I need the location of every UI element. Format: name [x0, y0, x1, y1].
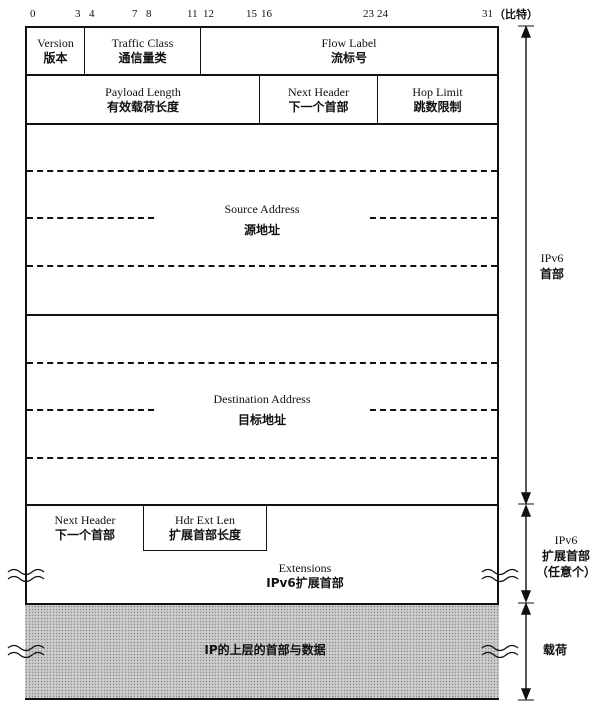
source-address-label: Source Address: [224, 202, 300, 216]
wavy-break-mark: [7, 568, 45, 576]
extensions-field: Extensions IPv6扩展首部: [200, 558, 410, 594]
field-divider: [259, 75, 260, 124]
side-label-line: 首部: [539, 267, 564, 281]
hop-limit-field: Hop Limit 跳数限制: [378, 76, 497, 123]
row-divider: [25, 123, 499, 125]
hop-limit-label: Hop Limit: [412, 84, 463, 99]
side-label-line: 扩展首部: [541, 549, 590, 563]
field-divider: [266, 505, 267, 551]
extensions-label: Extensions: [278, 561, 332, 575]
arrow-head: [520, 602, 532, 615]
arrow-head: [520, 25, 532, 38]
field-divider: [377, 75, 378, 124]
source-address-field: Source Address 源地址: [155, 197, 369, 243]
payload-label-box: IP的上层的首部与数据: [150, 638, 380, 662]
flow-label-label: Flow Label: [321, 36, 377, 50]
bit-number: 3: [75, 8, 81, 20]
word-divider: [27, 457, 497, 459]
bit-unit-label: （比特）: [494, 8, 538, 21]
word-divider: [27, 265, 497, 267]
next-header-label: Next Header: [288, 84, 349, 99]
flow-label-label-zh: 流标号: [330, 51, 367, 65]
ext-next-header-label: Next Header: [54, 513, 116, 527]
bit-number: 31: [482, 8, 493, 20]
row-divider: [143, 550, 267, 551]
arrow-head: [520, 590, 532, 603]
wavy-break-mark: [7, 644, 45, 652]
version-label: Version: [37, 36, 74, 50]
destination-address-label: Destination Address: [213, 392, 311, 406]
bit-number: 16: [261, 8, 272, 20]
hdr-ext-len-label: Hdr Ext Len: [175, 513, 235, 527]
arrow-head: [520, 492, 532, 505]
word-divider: [27, 362, 497, 364]
flow-label-field: Flow Label 流标号: [201, 28, 497, 74]
bit-number: 7: [132, 8, 138, 20]
payload-length-label-zh: 有效载荷长度: [106, 99, 179, 114]
version-label-zh: 版本: [43, 51, 68, 65]
row-divider: [25, 314, 499, 316]
row-divider: [25, 504, 499, 506]
arrow-head: [520, 688, 532, 701]
payload-length-label: Payload Length: [105, 84, 181, 99]
wavy-break-mark: [481, 568, 519, 576]
bit-number: 23: [363, 8, 374, 20]
ext-next-header-field: Next Header 下一个首部: [27, 506, 143, 550]
traffic-class-label: Traffic Class: [111, 36, 174, 50]
bit-number: 8: [146, 8, 152, 20]
payload-label: IP的上层的首部与数据: [204, 642, 326, 657]
hop-limit-label-zh: 跳数限制: [413, 99, 462, 114]
payload-side-label: 载荷: [542, 643, 567, 657]
side-label-line: IPv6: [540, 251, 564, 265]
bit-number: 24: [377, 8, 388, 20]
ext-header-side-label: IPv6 扩展首部 （任意个）: [530, 532, 602, 580]
bit-number: 0: [30, 8, 36, 20]
destination-address-label-zh: 目标地址: [237, 413, 286, 427]
bit-number: 12: [203, 8, 214, 20]
hdr-ext-len-field: Hdr Ext Len 扩展首部长度: [144, 506, 266, 550]
side-label-line: IPv6: [554, 533, 578, 547]
row-divider: [25, 74, 499, 76]
source-address-label-zh: 源地址: [243, 223, 280, 237]
extensions-label-zh: IPv6扩展首部: [266, 576, 344, 590]
destination-address-field: Destination Address 目标地址: [155, 386, 369, 434]
hdr-ext-len-label-zh: 扩展首部长度: [168, 528, 241, 542]
next-header-field: Next Header 下一个首部: [260, 76, 377, 123]
ipv6-header-side-label: IPv6 首部: [532, 250, 572, 282]
wavy-break-mark: [7, 575, 45, 583]
field-divider: [84, 26, 85, 75]
wavy-break-mark: [481, 644, 519, 652]
arrow-head: [520, 504, 532, 517]
payload-area: [25, 603, 499, 700]
next-header-label-zh: 下一个首部: [288, 99, 349, 114]
field-divider: [143, 505, 144, 551]
bit-number: 15: [246, 8, 257, 20]
bit-number: 11: [187, 8, 198, 20]
version-field: Version 版本: [27, 28, 84, 74]
ext-next-header-label-zh: 下一个首部: [54, 528, 115, 542]
wavy-break-mark: [7, 651, 45, 659]
wavy-break-mark: [481, 651, 519, 659]
wavy-break-mark: [481, 575, 519, 583]
payload-length-field: Payload Length 有效载荷长度: [27, 76, 259, 123]
field-divider: [200, 26, 201, 75]
side-label-line: （任意个）: [535, 565, 596, 579]
traffic-class-label-zh: 通信量类: [118, 51, 167, 65]
traffic-class-field: Traffic Class 通信量类: [85, 28, 200, 74]
bit-number: 4: [89, 8, 95, 20]
word-divider: [27, 170, 497, 172]
